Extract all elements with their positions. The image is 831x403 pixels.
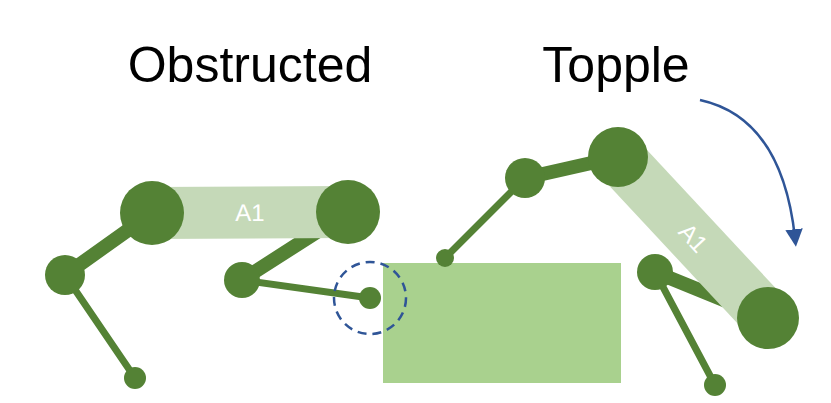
panel-heading: Obstructed: [128, 40, 373, 90]
knee-joint: [224, 262, 260, 298]
link-label-box: A1: [227, 195, 273, 229]
panel-heading: Topple: [542, 40, 689, 90]
foot: [359, 287, 381, 309]
hip-joint: [588, 127, 648, 187]
hip-joint: [737, 287, 799, 349]
contact-highlight: [334, 262, 406, 334]
knee-joint: [45, 255, 85, 295]
obstacle-box: [383, 263, 621, 383]
foot: [436, 249, 454, 267]
rotation-arrow: [700, 100, 795, 238]
hip-joint: [120, 181, 184, 245]
foot: [704, 374, 726, 396]
lower-leg: [242, 280, 370, 298]
link-label: A1: [235, 200, 264, 224]
knee-joint: [637, 254, 673, 290]
hip-joint: [316, 180, 380, 244]
knee-joint: [505, 158, 545, 198]
foot: [124, 367, 146, 389]
